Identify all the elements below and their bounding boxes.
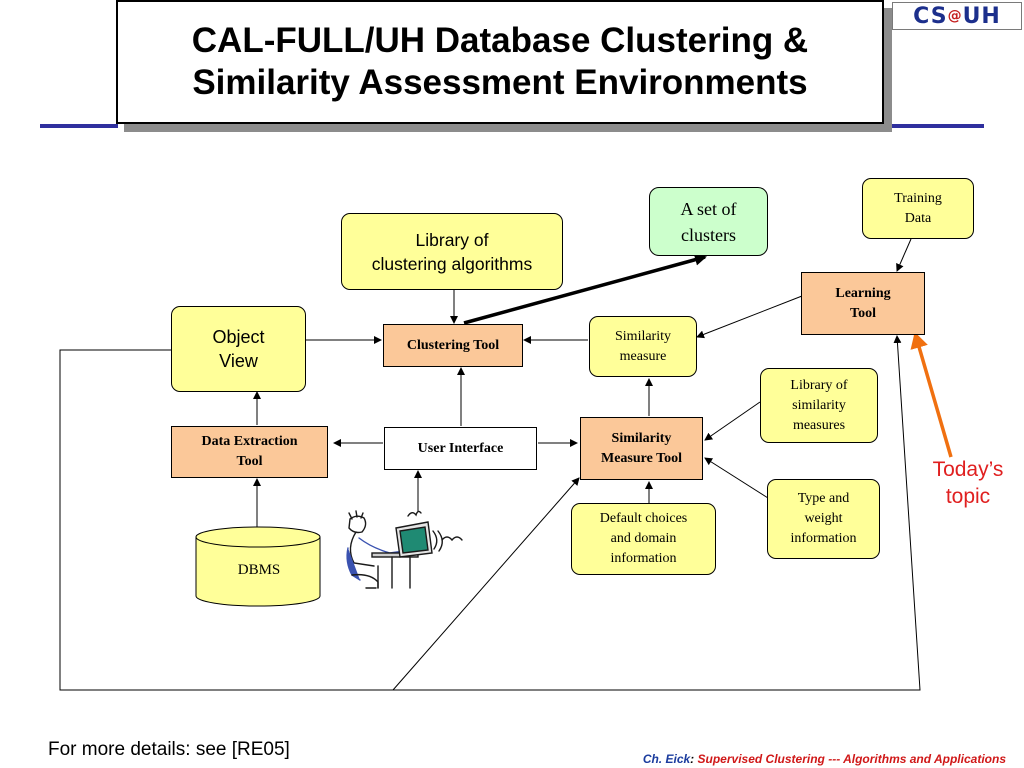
todays-topic-callout: Today’s topic bbox=[932, 458, 1004, 508]
library-clustering-node: Library of clustering algorithms bbox=[341, 213, 563, 290]
details-note: For more details: see [RE05] bbox=[48, 739, 290, 760]
footer-course: Supervised Clustering --- Algorithms and… bbox=[697, 752, 1006, 766]
clustering-tool-node: Clustering Tool bbox=[383, 324, 523, 367]
title-rule-left bbox=[40, 124, 118, 128]
title-rule-right bbox=[884, 124, 984, 128]
arrow-libsim-to-simtool bbox=[704, 401, 761, 441]
data-extraction-tool-node: Data Extraction Tool bbox=[171, 426, 328, 478]
feedback-loop-objectview bbox=[59, 335, 921, 691]
set-of-clusters-node: A set of clusters bbox=[649, 187, 768, 256]
similarity-measure-tool-node: Similarity Measure Tool bbox=[580, 417, 703, 480]
slide-title: CAL-FULL/UH Database Clustering & Simila… bbox=[191, 21, 809, 102]
slide-footer: Ch. Eick: Supervised Clustering --- Algo… bbox=[643, 752, 1006, 766]
footer-author: Ch. Eick bbox=[642, 752, 691, 766]
logo-at-icon: @ bbox=[947, 8, 963, 24]
dbms-cylinder-icon bbox=[195, 526, 321, 607]
arrow-training-to-learning bbox=[896, 238, 912, 272]
arrow-typeweight-to-simtool bbox=[704, 457, 769, 499]
arrow-learning-to-similarity bbox=[696, 295, 803, 339]
default-choices-node: Default choices and domain information bbox=[571, 503, 716, 575]
arrow-clustering-to-clusters bbox=[463, 253, 707, 325]
similarity-measure-node: Similarity measure bbox=[589, 316, 697, 377]
cs-uh-logo: CS @ UH bbox=[892, 2, 1022, 30]
logo-text-uh: UH bbox=[962, 3, 1001, 29]
arrow-loop-to-simtool bbox=[392, 477, 580, 691]
title-box: CAL-FULL/UH Database Clustering & Simila… bbox=[116, 0, 884, 124]
learning-tool-node: Learning Tool bbox=[801, 272, 925, 335]
library-similarity-node: Library of similarity measures bbox=[760, 368, 878, 443]
user-interface-node: User Interface bbox=[384, 427, 537, 470]
object-view-node: Object View bbox=[171, 306, 306, 392]
logo-text-cs: CS bbox=[913, 3, 948, 29]
dbms-label: DBMS bbox=[237, 562, 281, 578]
arrow-callout-to-learning-tool bbox=[910, 332, 953, 458]
type-weight-node: Type and weight information bbox=[767, 479, 880, 559]
footer-separator: : bbox=[690, 752, 698, 766]
training-data-node: Training Data bbox=[862, 178, 974, 239]
user-at-computer-icon bbox=[346, 510, 463, 589]
